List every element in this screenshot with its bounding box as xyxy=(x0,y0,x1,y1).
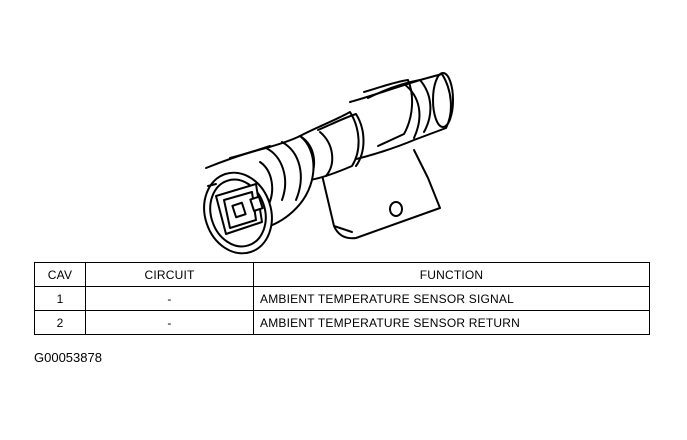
header-circuit: CIRCUIT xyxy=(85,262,254,287)
cell-circuit: - xyxy=(85,310,254,335)
table-row: 2 - AMBIENT TEMPERATURE SENSOR RETURN xyxy=(34,310,650,335)
cell-circuit: - xyxy=(85,286,254,311)
terminal-1-icon xyxy=(231,201,247,219)
pinout-table: CAV CIRCUIT FUNCTION 1 - AMBIENT TEMPERA… xyxy=(34,262,650,335)
header-function: FUNCTION xyxy=(253,262,650,287)
pinout-header-row: CAV CIRCUIT FUNCTION xyxy=(34,262,650,287)
cell-cav: 2 xyxy=(34,310,86,335)
cell-function: AMBIENT TEMPERATURE SENSOR RETURN xyxy=(253,310,650,335)
sensor-rear-tube xyxy=(349,72,454,161)
header-cav: CAV xyxy=(34,262,86,287)
cell-function: AMBIENT TEMPERATURE SENSOR SIGNAL xyxy=(253,286,650,311)
figure-id: G00053878 xyxy=(34,350,102,365)
bracket-hole xyxy=(389,201,403,217)
connector-face xyxy=(203,171,273,255)
table-row: 1 - AMBIENT TEMPERATURE SENSOR SIGNAL xyxy=(34,286,650,311)
terminal-2-icon xyxy=(249,195,264,212)
ambient-temperature-sensor-connector-icon xyxy=(203,72,454,255)
mounting-bracket xyxy=(317,149,441,240)
cell-cav: 1 xyxy=(34,286,86,311)
